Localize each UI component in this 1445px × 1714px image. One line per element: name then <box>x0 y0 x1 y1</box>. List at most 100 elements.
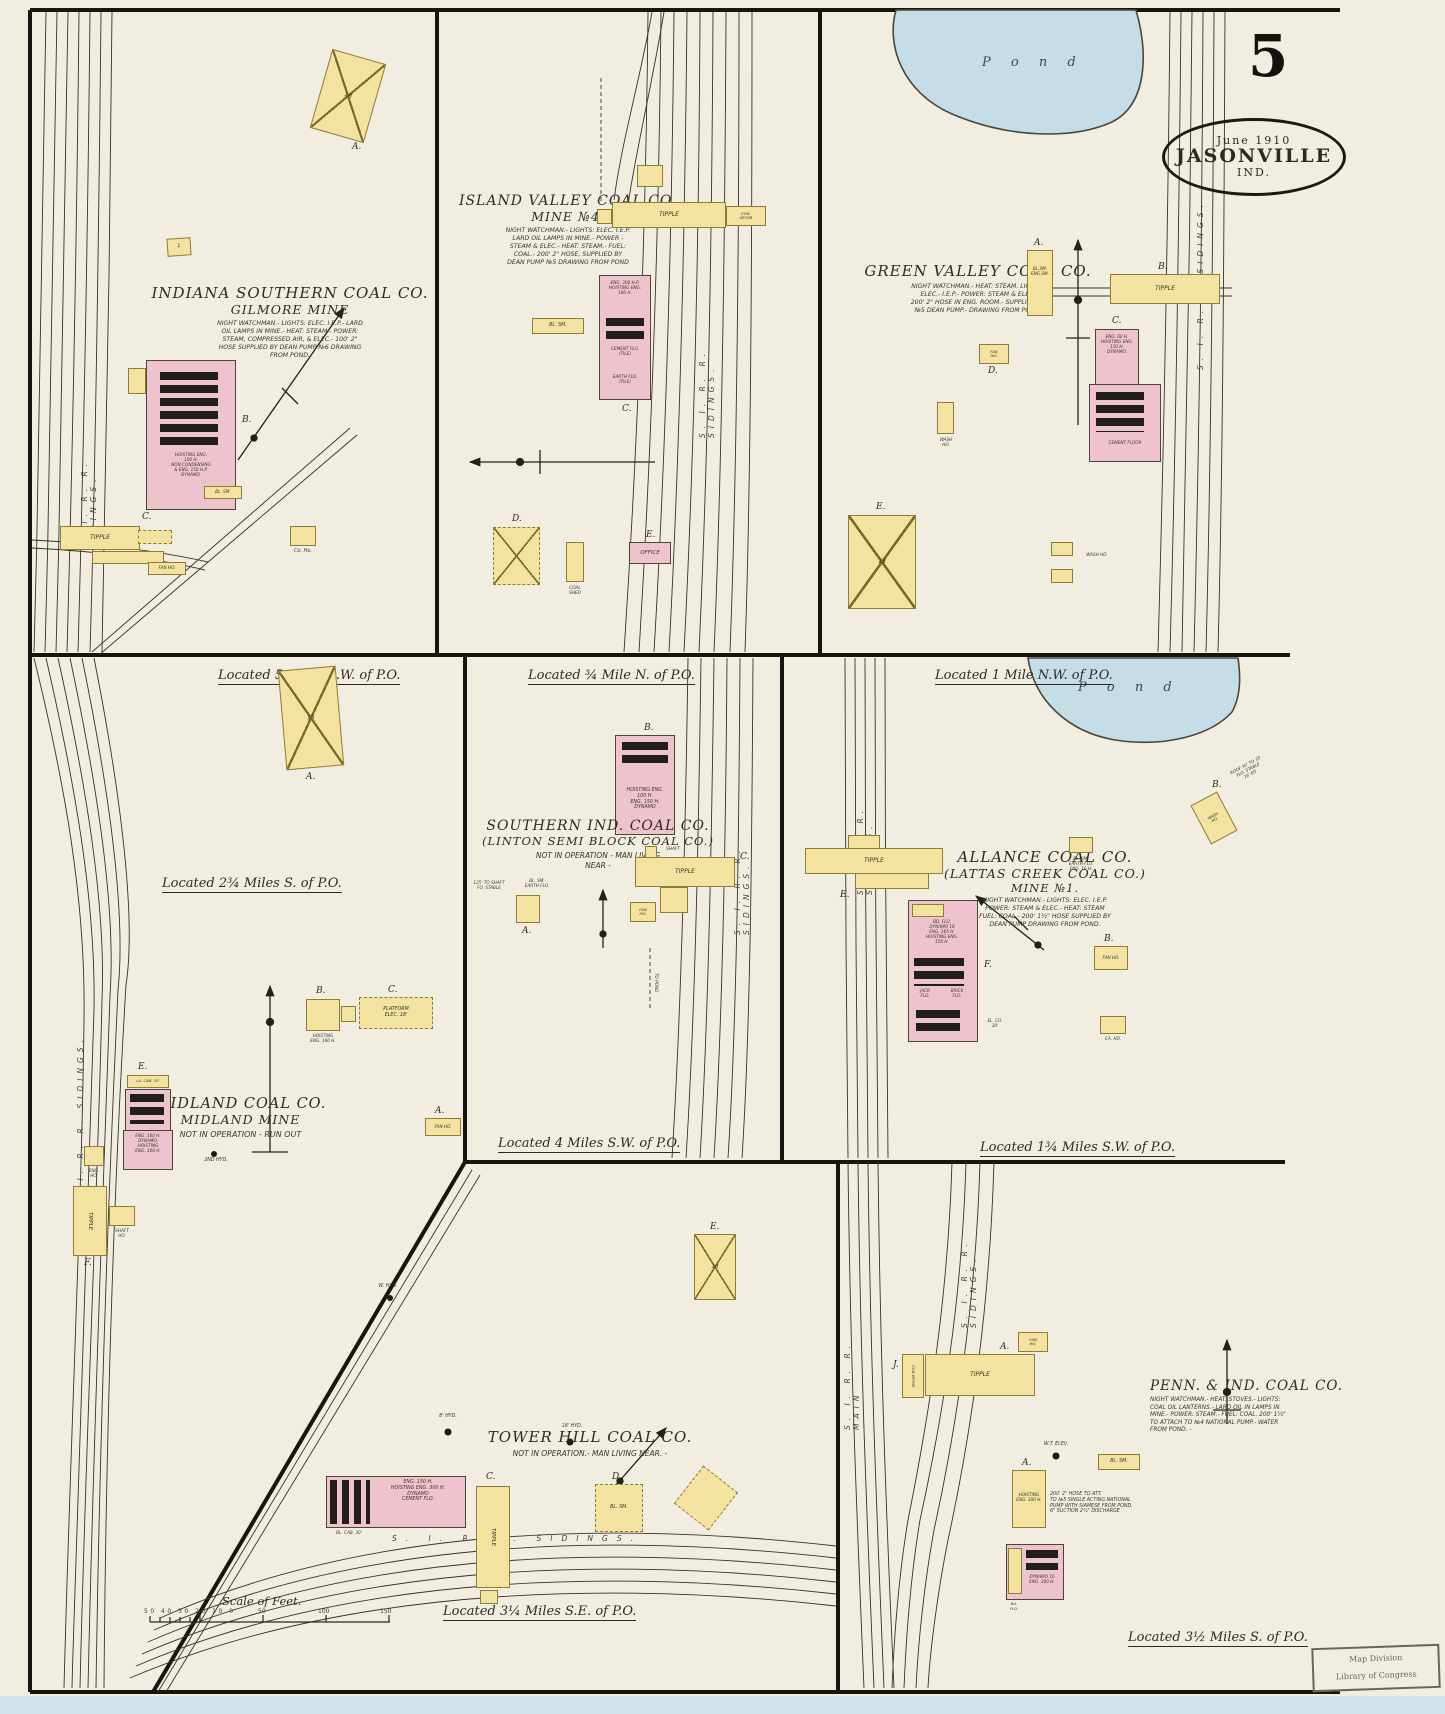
tipple-wing <box>855 873 929 889</box>
boiler-bars <box>1026 1550 1058 1570</box>
brick-floor-label: BRICK FLO. <box>950 988 964 999</box>
rr-label-p7: S. I. R. R. SIDINGS. <box>392 1534 642 1543</box>
north-arrow-p6 <box>974 895 1045 951</box>
building-letter: F. <box>984 960 992 970</box>
engine-label: ENG. 150 H. HOISTING ENG. 300 H. DYNAMO … <box>390 1480 446 1503</box>
north-arrow-p8 <box>1213 1338 1241 1424</box>
shaft-label: SHAFT <box>666 846 680 851</box>
rr-label-p8-main: S. I. R. R. MAIN <box>843 1340 861 1430</box>
boiler-bars <box>606 318 644 342</box>
wash-house <box>937 402 954 434</box>
panel-southern-ind-header: SOUTHERN IND. COAL CO. (LINTON SEMI BLOC… <box>478 818 718 871</box>
engine-label: ENG. 60 H. HOISTING ENG. 150 H. DYNAMO. <box>1100 334 1134 355</box>
blacksmith-shop: BL. SM. <box>532 318 584 334</box>
conveyor: CON VEYOR <box>902 1354 924 1398</box>
blacksmith-note: BL. SM. EARTH FLO. ENG. 16 H. <box>1068 856 1094 872</box>
boiler-floor <box>1008 1548 1022 1594</box>
mine-number: MINE №1. <box>1010 881 1080 895</box>
building-letter: B. <box>1212 780 1222 790</box>
hose-note: 200' 2" HOSE TO ATT. TO №5 SINGLE ACTING… <box>1050 1492 1133 1515</box>
building-letter: D. <box>612 1472 622 1482</box>
building-letter: B. <box>242 415 252 425</box>
scan-edge <box>0 1696 1445 1714</box>
panel-indiana-southern-header: INDIANA SOUTHERN COAL CO. GILMORE MINE N… <box>140 284 440 360</box>
scale-50: 50 <box>258 1608 266 1615</box>
pond-east <box>1027 657 1241 744</box>
page-title: GREEN VALLEY COAL CO. <box>864 262 1092 280</box>
company-house-label: Co. Ho. <box>293 548 313 554</box>
mine-notes: NIGHT WATCHMAN.- LIGHTS: ELEC. I.E.P. LA… <box>505 227 631 267</box>
building-letter: D. <box>512 514 522 524</box>
boiler-bars <box>1096 392 1144 432</box>
tipple: TIPPLE <box>476 1486 510 1588</box>
office: OFFICE <box>629 542 671 564</box>
panel-midland-header: MIDLAND COAL CO. MIDLAND MINE NOT IN OPE… <box>118 1096 363 1140</box>
platform: PLATFORM ELEC. 18' <box>359 997 433 1029</box>
tipple: TIPPLE <box>1110 274 1220 304</box>
pipe-to-pond-label: TO POND <box>654 973 660 993</box>
panel-green-valley-header: GREEN VALLEY COAL CO. NIGHT WATCHMAN.- H… <box>843 262 1113 315</box>
tipple-wing <box>660 887 688 913</box>
located-note: Located 1¾ Miles S.W. of P.O. <box>980 1140 1175 1157</box>
boiler-bars <box>916 1010 960 1034</box>
wash-house-label: WASH HO. <box>939 437 953 448</box>
tipple: TIPPLE <box>60 526 140 550</box>
building-letter: C. <box>1112 316 1122 326</box>
scale-150: 150 <box>380 1608 392 1615</box>
engine-label: ENG. 300 H.P. HOISTING ENG. 180 H. <box>608 280 642 296</box>
building-letter: B. <box>1158 262 1168 272</box>
north-arrow-p3 <box>1066 238 1090 425</box>
page-title: TOWER HILL COAL CO. <box>487 1428 693 1446</box>
building-letter: E. <box>840 890 850 900</box>
library-stamp-line1: Map Division <box>1348 1653 1403 1664</box>
cement-floor-label: CEMENT FLO. (TILE) <box>611 346 639 357</box>
barn: 18 <box>848 515 916 609</box>
rr-mid-right <box>844 657 889 1159</box>
building-letter: C. <box>486 1472 496 1482</box>
engine-shaft <box>341 1006 356 1022</box>
building-letter: C. <box>388 985 398 995</box>
small-house <box>1051 542 1073 556</box>
located-note: Located 4 Miles S.W. of P.O. <box>498 1136 681 1153</box>
blacksmith-shop <box>516 895 540 923</box>
located-note: Located 3½ Miles S. of P.O. <box>1128 1630 1308 1647</box>
car-house <box>1100 1016 1126 1034</box>
fan-house: FAN HO. <box>148 562 186 575</box>
building-letter: E. <box>876 502 886 512</box>
north-arrows <box>237 238 1241 1495</box>
fan-house: FAN HO. <box>1018 1332 1048 1352</box>
tipple-platform <box>138 530 172 544</box>
engine-house-label: ENG. HO. <box>88 1168 100 1179</box>
blacksmith-shop <box>1027 250 1053 316</box>
wash-house-label: WASH HO. <box>1086 552 1108 557</box>
engine-house-small <box>84 1146 104 1166</box>
engine-house <box>123 1130 173 1170</box>
fan-house: FAN HO. <box>630 902 656 922</box>
boiler-bars <box>130 1094 164 1124</box>
el-co-label: EL. CO. 30' <box>987 1018 1003 1029</box>
hoisting-label: HOISTING ENG. 100 H. ENG. 150 H. DYNAMO <box>626 788 664 811</box>
building-letter: E. <box>710 1222 720 1232</box>
earth-floor-label: EARTH FLO. (TILE) <box>612 374 638 385</box>
hydrant-label: 8' HYD. <box>439 1414 457 1419</box>
west-arrow-p2 <box>468 450 655 474</box>
coal-shed <box>566 542 584 582</box>
dynamo-label: DYNAMO 16 ENG. 300 H. <box>1029 1574 1055 1585</box>
mine-name: (LINTON SEMI BLOCK COAL CO.) <box>482 834 714 848</box>
mine-notes: NOT IN OPERATION - RUN OUT <box>179 1130 302 1139</box>
open-shed <box>493 527 540 585</box>
mine-notes: NOT IN OPERATION.- MAN LIVING NEAR. - <box>512 1449 668 1458</box>
shaft-house <box>109 1206 135 1226</box>
rr-label-p2: S. I. R. R. SIDINGS. <box>698 348 716 438</box>
hoisting-engine-label: HOISTING ENG. 100 H. NON CONDENSING & EN… <box>171 452 211 478</box>
blacksmith-shop: BL. SM. <box>204 486 242 499</box>
car-house-label: CA. HO. <box>1104 1036 1122 1041</box>
railroad-tracks <box>31 11 1232 1693</box>
small-house <box>1051 569 1073 583</box>
page-title: MIDLAND COAL CO. <box>154 1096 327 1112</box>
well-markers <box>211 1151 1060 1460</box>
fan-house: FAN HO. <box>979 344 1009 364</box>
cement-floor-label: CEMENT FLOOR <box>1108 440 1142 445</box>
tipple: TIPPLE <box>73 1186 107 1256</box>
hoisting-label: HOISTING ENG. 300 H. <box>1016 1492 1042 1503</box>
